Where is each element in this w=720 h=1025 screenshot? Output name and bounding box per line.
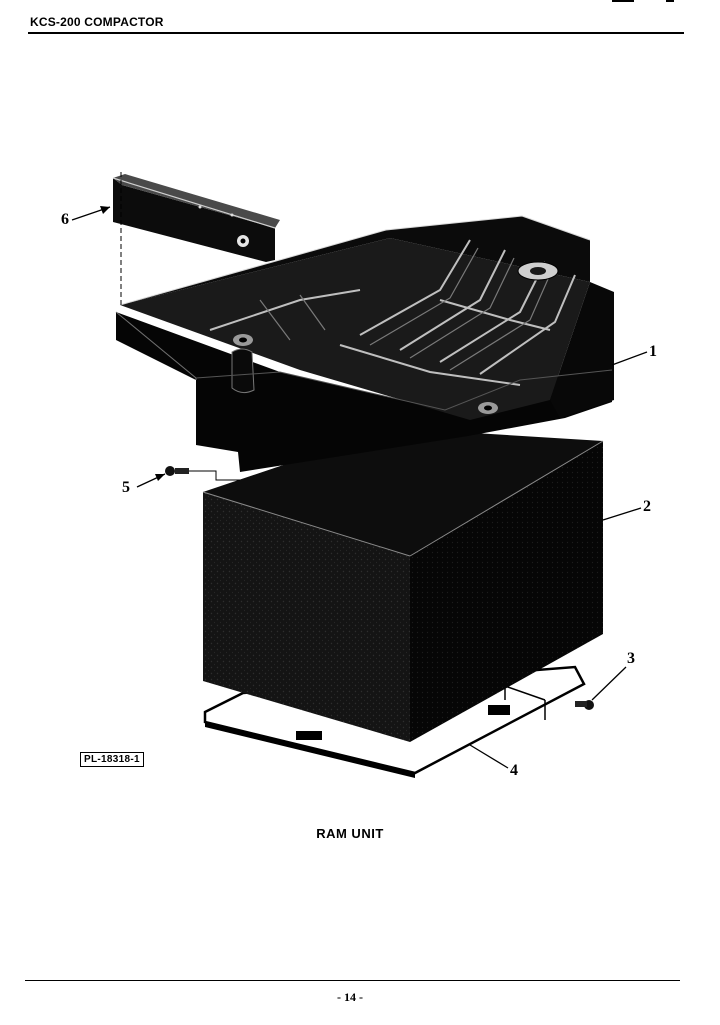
page-number: - 14 -: [337, 990, 363, 1004]
header-rule: [28, 32, 684, 34]
corner-mark-left: [612, 0, 634, 2]
corner-mark-right: [666, 0, 674, 2]
ram-frame: [115, 215, 614, 472]
leader-line-4: [469, 744, 509, 769]
leader-line-2: [602, 507, 642, 521]
callout-1: 1: [649, 343, 657, 360]
screw-part-3: [575, 700, 594, 710]
callout-5: 5: [122, 479, 130, 496]
diagram-caption: RAM UNIT: [316, 826, 384, 841]
bracket: [112, 172, 280, 306]
screw-part-5: [165, 466, 240, 481]
leader-line-3: [591, 666, 627, 701]
footer-rule: [25, 980, 680, 981]
callout-2: 2: [643, 498, 651, 515]
document-title: KCS-200 COMPACTOR: [30, 15, 164, 29]
callout-6: 6: [61, 211, 69, 228]
plate-id: PL-18318-1: [80, 752, 144, 767]
callout-4: 4: [510, 762, 518, 779]
leader-line-1: [611, 351, 648, 366]
callout-3: 3: [627, 650, 635, 667]
